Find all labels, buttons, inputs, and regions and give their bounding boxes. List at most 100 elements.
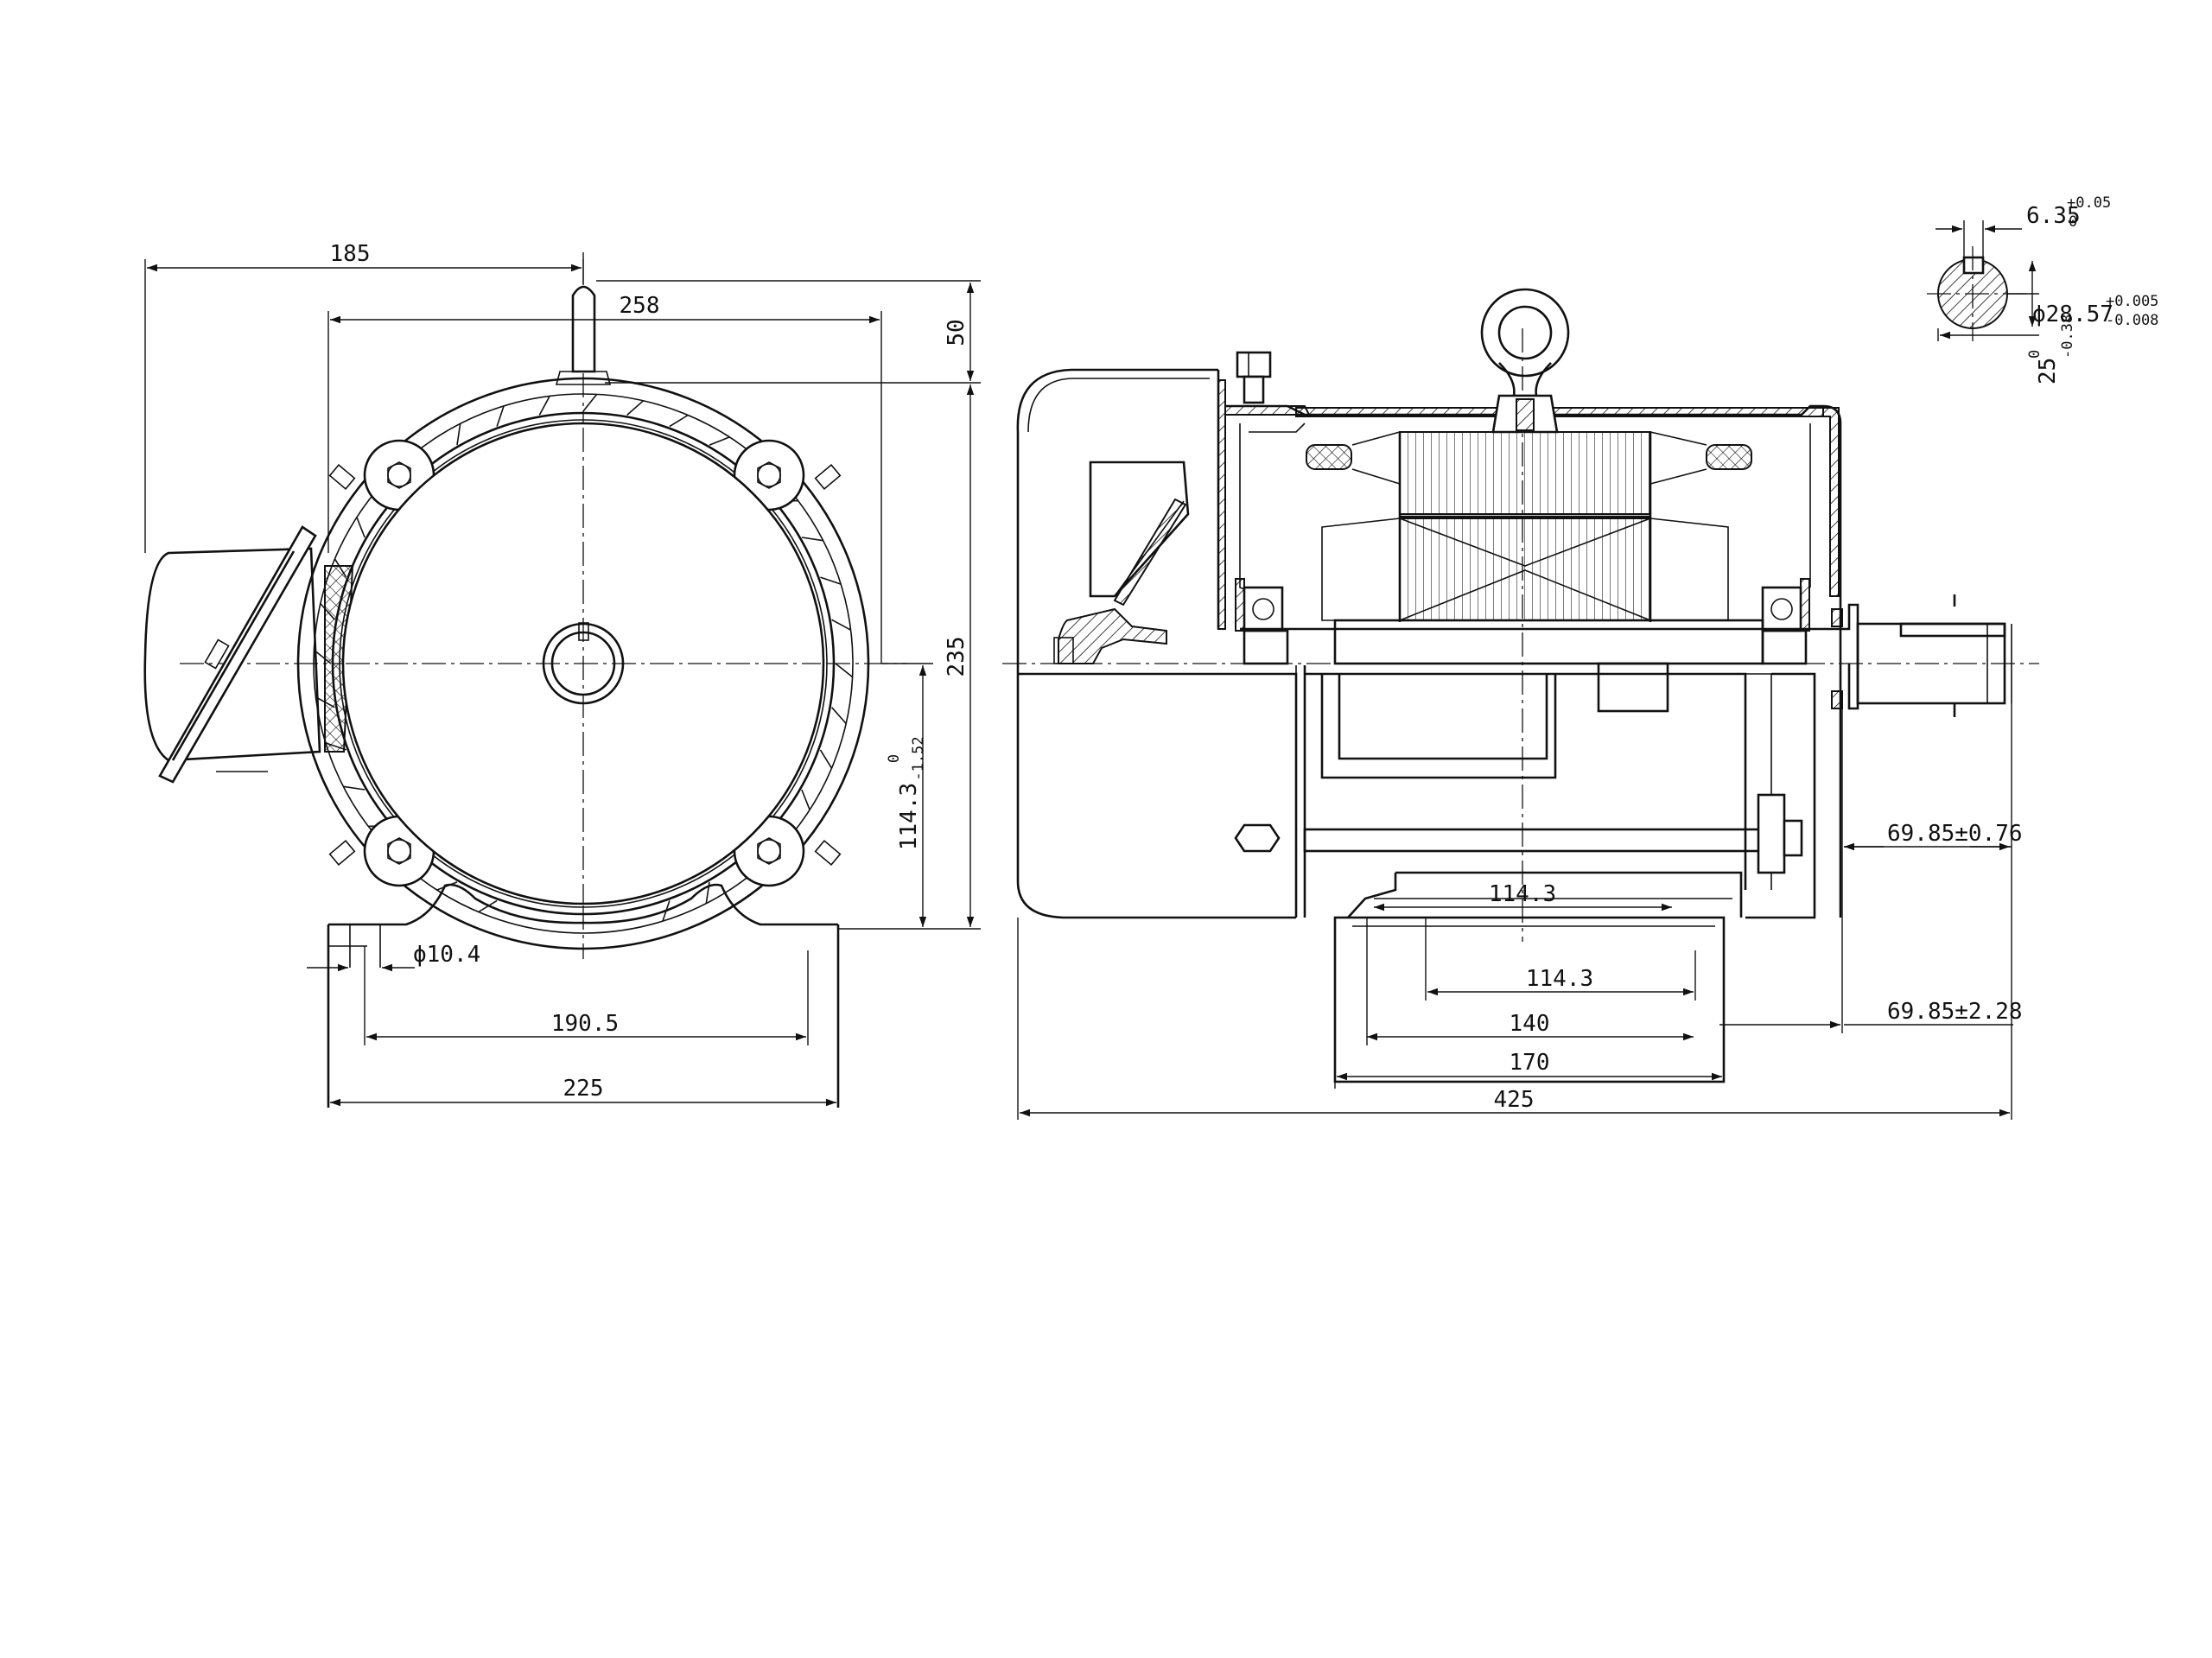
lifting-lug-base [555,371,612,385]
rotor-core [1333,619,1764,665]
shaft-outer-circle [542,622,625,705]
shaft-seal-hatch [1831,608,1843,627]
cooling-fin [801,537,823,542]
through-bolt [1303,828,1782,853]
inner-housing-top-left [1249,422,1306,433]
bearing-right [1761,578,1810,632]
dim-114-tol-lower: -1.52 [910,736,927,780]
cooling-fin [313,649,332,664]
shaft-dia-tol-lower: -0.008 [2106,312,2158,329]
winding-left [1306,444,1352,470]
cooling-fin [831,707,847,725]
dim-hole-label: ϕ10.4 [413,942,480,968]
dim-258-label: 258 [620,293,660,319]
shaft-section-key [1962,256,1985,275]
dim-side-114-mid-label: 114.3 [1526,966,1593,992]
inner-housing-left [1239,423,1262,597]
cooling-fin [343,785,365,791]
shaft-dia-label: ϕ28.57 [2032,302,2113,327]
dim-190-label: 190.5 [551,1011,619,1037]
lower-block [1597,662,1669,713]
dim-425-label: 425 [1494,1087,1535,1113]
lifting-eye-inner [1497,305,1553,360]
cooling-fin [669,414,689,428]
output-shaft-keyway [1899,622,2006,638]
dim-170-label: 170 [1510,1050,1550,1076]
key-width-label: 6.35 [2026,203,2081,229]
lower-cavity [1320,674,1557,779]
lower-frame-left [1018,672,1298,918]
lifting-eye-neck [1498,362,1552,397]
dim-114-label: 114.3 [896,783,922,850]
end-turn-left [1321,518,1401,621]
bearing-left [1235,578,1284,632]
side-bolt-right-lower [814,840,842,866]
cooling-fin [709,436,730,446]
key-depth-label: 25 [2035,358,2061,384]
dim-side-114-top-label: 114.3 [1489,881,1556,907]
front-view [143,259,907,1108]
frame-outer-ring [296,377,870,950]
dim-69-a-label: 69.85±0.76 [1887,821,2023,847]
cooling-fin [315,696,335,708]
fan-cover-inner-lip [1027,378,1210,433]
dim-114-tol-upper: 0 [886,754,903,763]
dim-69-b-label: 69.85±2.28 [1887,999,2023,1025]
cooling-fin [334,558,347,578]
foot-outer-edges [327,924,840,1108]
frame-top-hatch [1295,407,1824,417]
cooling-fin [819,749,833,769]
terminal-cover-plate [158,525,317,784]
side-view [1002,288,2039,1083]
side-hex-nut [1234,823,1281,853]
side-bolt-left-lower [328,840,356,866]
cooling-fin [582,393,598,412]
shaft-keyway [578,622,589,641]
fan-blade-hatch [1113,498,1187,607]
dim-185-label: 185 [330,241,371,267]
through-bolt-nut [1757,793,1786,874]
cooling-fin [325,742,346,751]
cooling-fin [801,789,810,810]
base-foot [1333,916,1726,1083]
end-shield-ring [331,411,836,916]
cooling-fin [626,400,645,416]
cooling-fin [456,423,461,446]
shaft-section-detail: 6.35 +0.05 0 ϕ28.57 +0.005 -0.008 25 0 -… [1927,194,2158,384]
cooling-fin [356,517,365,538]
dim-225-label: 225 [563,1076,604,1102]
front-view-dimensions: 185 258 50 235 114.3 0 -1.52 ϕ10.4 190.5… [144,241,981,1107]
dim-235-label: 235 [944,637,969,677]
winding-right-leads [1649,431,1707,485]
shaft-seal-hatch-lower [1831,690,1843,709]
terminal-screw [204,638,230,670]
frame-fin-ring [313,393,854,934]
cooling-fin [831,619,851,631]
cooling-fin [320,602,335,620]
base-left-step [1347,873,1397,918]
fan-cover-outline [1016,368,1296,919]
winding-right [1706,444,1752,470]
frame-left-wall-hatch [1217,379,1226,630]
end-turn-right [1649,518,1729,621]
side-view-dimensions: 114.3 114.3 140 170 425 69.85±0.76 69.85… [1017,703,2023,1120]
key-width-tol-upper: +0.05 [2067,194,2111,212]
dim-140-label: 140 [1510,1011,1550,1037]
lifting-lug-stem [571,285,596,373]
key-depth-tol-lower: -0.38 [2059,314,2076,359]
terminal-cover-edge [171,550,296,761]
lifting-eye-outer [1480,288,1570,378]
side-bolt-left-upper [328,464,356,490]
side-bolt-right-upper [814,464,842,490]
lower-end-bell [1745,672,1816,919]
fan-hub-nut [1053,637,1074,664]
cooling-fin [820,576,842,585]
cooling-fin [835,663,854,678]
through-bolt-end [1783,819,1803,857]
base-top [1395,871,1743,918]
stator-upper-lamination [1399,431,1651,515]
stator-skew-bottom [1399,569,1651,621]
shaft-shoulder [1840,603,1859,710]
cooling-fin [538,396,550,416]
